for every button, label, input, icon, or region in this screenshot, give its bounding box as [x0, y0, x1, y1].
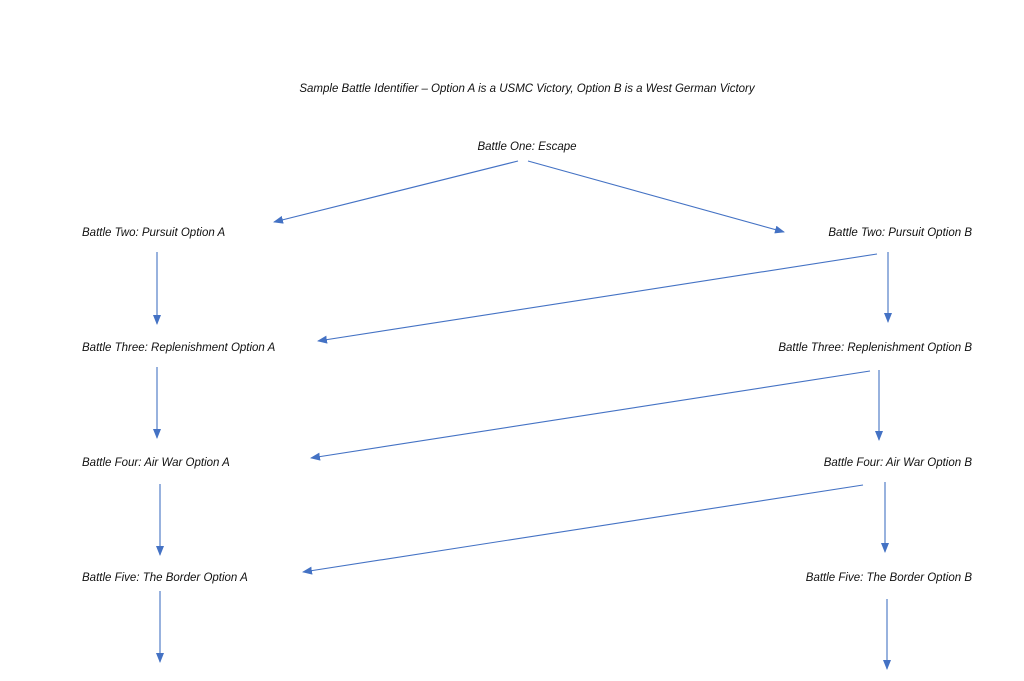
node-battle-one: Battle One: Escape: [477, 141, 577, 153]
arrow-one-to-two-b: [527, 160, 785, 234]
node-battle-two-b: Battle Two: Pursuit Option B: [828, 227, 972, 239]
node-battle-two-a: Battle Two: Pursuit Option A: [82, 227, 226, 239]
node-battle-five-a: Battle Five: The Border Option A: [82, 572, 248, 584]
arrow-three-b-to-four-a: [310, 370, 871, 461]
arrow-one-to-two-a: [273, 160, 519, 224]
diagram-title: Sample Battle Identifier – Option A is a…: [299, 83, 755, 95]
arrow-four-b-to-five-a: [302, 484, 864, 575]
arrow-two-b-to-three-a: [317, 253, 878, 344]
node-battle-four-b: Battle Four: Air War Option B: [823, 457, 972, 469]
node-battle-three-b: Battle Three: Replenishment Option B: [778, 342, 972, 354]
node-battle-five-b: Battle Five: The Border Option B: [805, 572, 972, 584]
node-battle-four-a: Battle Four: Air War Option A: [82, 457, 230, 469]
node-battle-three-a: Battle Three: Replenishment Option A: [82, 342, 276, 354]
